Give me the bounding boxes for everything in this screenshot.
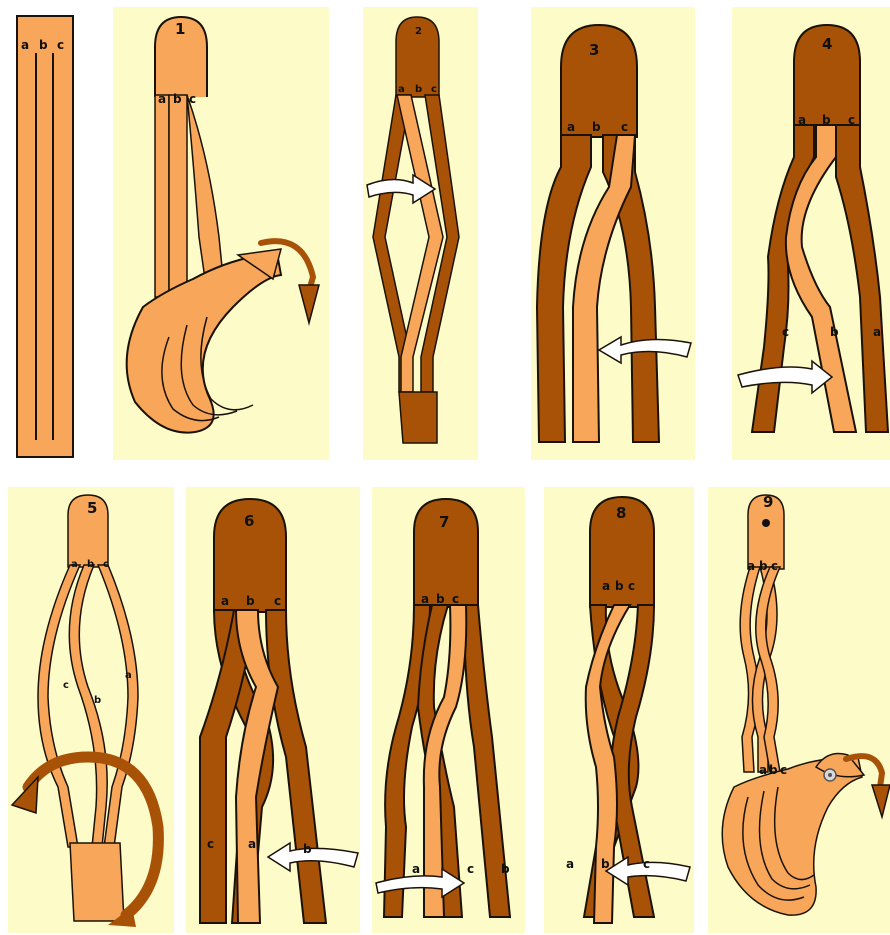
panel-step-6: 6 a b c c a b — [186, 487, 360, 933]
strand-label-a: a — [398, 85, 405, 95]
step-9-drawing — [708, 487, 890, 933]
strand-label-a-lower: a — [125, 671, 132, 681]
panel-step-7: 7 a b c a c b — [372, 487, 525, 933]
step-6-drawing — [186, 487, 360, 933]
strand-label-c: c — [771, 560, 778, 572]
strap-drawing — [16, 15, 74, 458]
strand-label-b: b — [246, 595, 255, 607]
strand-label-c: c — [57, 39, 64, 51]
strand-label-b: b — [822, 114, 831, 126]
strand-label-b-lower: b — [94, 696, 101, 706]
step-2-drawing — [363, 7, 478, 460]
strand-label-c-lower: c — [782, 326, 789, 338]
strand-label-b: b — [615, 580, 624, 592]
strand-label-b: b — [592, 121, 601, 133]
strand-label-a-lower: a — [248, 838, 256, 850]
strand-label-a: a — [71, 560, 78, 570]
step-1-drawing — [113, 7, 329, 460]
strand-label-c: c — [189, 93, 196, 105]
strand-label-a-lower: a — [873, 326, 881, 338]
step-5-drawing — [8, 487, 174, 933]
strand-label-c: c — [431, 85, 437, 95]
strand-label-a-lower: a — [759, 764, 767, 776]
snap-hole — [762, 519, 770, 527]
step-number: 7 — [439, 515, 449, 530]
panel-step-1: 1 a b c — [113, 7, 329, 460]
strand-label-b: b — [39, 39, 48, 51]
step-number: 9 — [763, 495, 773, 510]
strand-label-b: b — [415, 85, 422, 95]
strand-label-a: a — [158, 93, 166, 105]
strand-label-a: a — [567, 121, 575, 133]
panel-step-4: 4 a b c c b a — [732, 7, 890, 460]
step-number: 3 — [589, 43, 599, 58]
strand-label-b-lower: b — [501, 863, 510, 875]
step-number: 6 — [244, 514, 254, 529]
strand-label-b-lower: b — [830, 326, 839, 338]
strand-label-c-lower: c — [467, 863, 474, 875]
strand-label-b-lower: b — [769, 764, 778, 776]
panel-step-3: 3 a b c — [531, 7, 695, 460]
strand-label-a: a — [421, 593, 429, 605]
strand-label-a: a — [221, 595, 229, 607]
panel-step-5: 5 a b c c b a — [8, 487, 174, 933]
strand-label-c-lower: c — [63, 681, 69, 691]
panel-step-2: 2 a b c — [363, 7, 478, 460]
strand-label-a: a — [798, 114, 806, 126]
step-3-drawing — [531, 7, 695, 460]
strand-label-a-lower: a — [412, 863, 420, 875]
step-4-drawing — [732, 7, 890, 460]
step-number: 4 — [822, 37, 832, 52]
panel-step-9: 9 a b c a b c — [708, 487, 890, 933]
strand-label-a-lower: a — [566, 858, 574, 870]
panel-step-8: 8 a b c a b c — [544, 487, 694, 933]
step-number: 5 — [87, 501, 97, 516]
strand-label-a: a — [747, 560, 755, 572]
strand-label-b-lower: b — [303, 843, 312, 855]
strand-label-c-lower: c — [643, 858, 650, 870]
step-number: 2 — [415, 27, 422, 37]
strand-label-b: b — [436, 593, 445, 605]
strand-label-b-lower: b — [601, 858, 610, 870]
strand-label-c: c — [103, 560, 109, 570]
panel-strap-cut: a b c — [16, 15, 74, 458]
strand-label-c: c — [628, 580, 635, 592]
strand-label-b: b — [87, 560, 94, 570]
strand-label-c: c — [274, 595, 281, 607]
strand-label-c: c — [621, 121, 628, 133]
strand-label-c-lower: c — [780, 764, 787, 776]
strand-label-b: b — [759, 560, 768, 572]
step-number: 8 — [616, 506, 626, 521]
strand-label-c: c — [848, 114, 855, 126]
strand-label-a: a — [21, 39, 29, 51]
strand-label-b: b — [173, 93, 182, 105]
strand-label-c: c — [452, 593, 459, 605]
strand-label-c-lower: c — [207, 838, 214, 850]
step-number: 1 — [175, 22, 185, 37]
strand-label-a: a — [602, 580, 610, 592]
